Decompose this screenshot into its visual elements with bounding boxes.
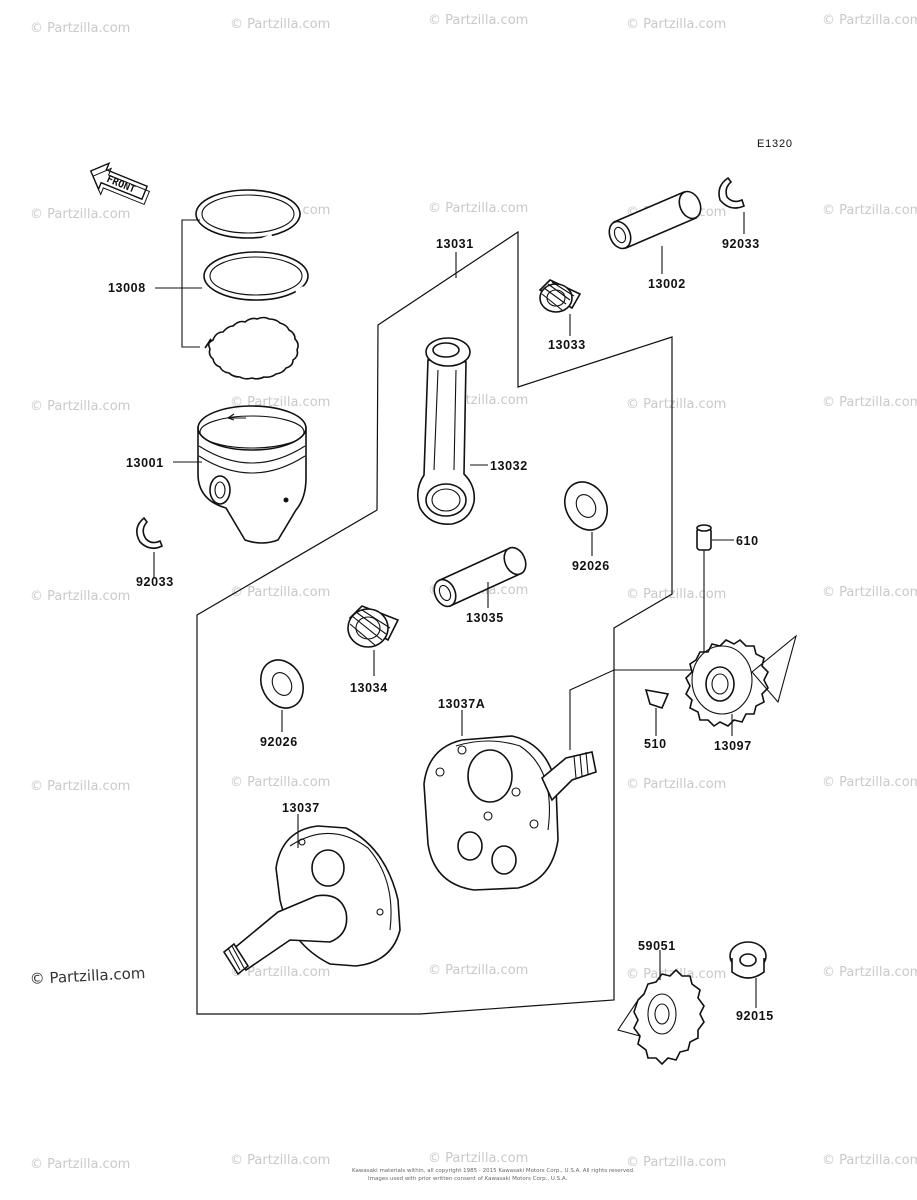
- watermark-main: © Partzilla.com: [29, 964, 146, 988]
- part-label-13034: 13034: [350, 681, 388, 695]
- pin-610: [696, 524, 712, 551]
- part-label-13035: 13035: [466, 611, 504, 625]
- part-label-610: 610: [736, 534, 759, 548]
- watermark: © Partzilla.com: [626, 17, 726, 32]
- part-label-92033-right: 92033: [722, 237, 760, 251]
- watermark: © Partzilla.com: [822, 585, 917, 600]
- watermark: © Partzilla.com: [230, 17, 330, 32]
- watermark: © Partzilla.com: [428, 1151, 528, 1166]
- watermark: © Partzilla.com: [428, 13, 528, 28]
- watermark: © Partzilla.com: [230, 965, 330, 980]
- watermark: © Partzilla.com: [428, 963, 528, 978]
- watermark: © Partzilla.com: [230, 1153, 330, 1168]
- watermark: © Partzilla.com: [30, 779, 130, 794]
- part-label-13037a: 13037A: [438, 697, 485, 711]
- assembly-group-frame: [196, 230, 673, 1015]
- needle-bearing-small: [538, 279, 582, 313]
- part-label-13037: 13037: [282, 801, 320, 815]
- piston: [197, 405, 307, 544]
- part-label-92033-left: 92033: [136, 575, 174, 589]
- thrust-washer-left: [259, 659, 305, 709]
- leader-610: [569, 539, 734, 750]
- footer-copyright-2: Images used with prior written consent o…: [368, 1176, 568, 1182]
- gear-59051: [617, 968, 705, 1066]
- part-label-13032: 13032: [490, 459, 528, 473]
- part-label-13002: 13002: [648, 277, 686, 291]
- part-label-59051: 59051: [638, 939, 676, 953]
- circlip-left: [136, 516, 164, 550]
- part-label-92026-left: 92026: [260, 735, 298, 749]
- diagram-code: E1320: [757, 138, 793, 150]
- front-arrow-icon: FRONT: [89, 161, 151, 206]
- watermark: © Partzilla.com: [230, 585, 330, 600]
- part-label-13033: 13033: [548, 338, 586, 352]
- watermark: © Partzilla.com: [428, 201, 528, 216]
- part-label-510: 510: [644, 737, 667, 751]
- watermark: © Partzilla.com: [230, 775, 330, 790]
- crankshaft-right-half: [423, 735, 597, 891]
- part-label-92026-right: 92026: [572, 559, 610, 573]
- part-label-13097: 13097: [714, 739, 752, 753]
- thrust-washer-right: [563, 481, 609, 531]
- circlip-right: [718, 176, 745, 209]
- watermark: © Partzilla.com: [30, 399, 130, 414]
- watermark: © Partzilla.com: [822, 203, 917, 218]
- part-label-13031: 13031: [436, 237, 474, 251]
- part-label-13008: 13008: [108, 281, 146, 295]
- nut-92015: [729, 941, 767, 979]
- footer-copyright: Kawasaki materials within, all copyright…: [352, 1168, 635, 1174]
- watermark: © Partzilla.com: [626, 587, 726, 602]
- part-label-92015: 92015: [736, 1009, 774, 1023]
- connecting-rod: [416, 337, 476, 525]
- watermark: © Partzilla.com: [626, 397, 726, 412]
- watermark: © Partzilla.com: [30, 21, 130, 36]
- watermark: © Partzilla.com: [822, 13, 917, 28]
- piston-pin: [608, 190, 702, 250]
- leader-13008: [155, 219, 202, 348]
- crankshaft-left-half: [222, 825, 401, 976]
- watermark: © Partzilla.com: [822, 965, 917, 980]
- watermark: © Partzilla.com: [626, 1155, 726, 1170]
- watermark: © Partzilla.com: [30, 1157, 130, 1172]
- watermark: © Partzilla.com: [822, 395, 917, 410]
- watermark: © Partzilla.com: [822, 1153, 917, 1168]
- piston-ring-set: [195, 189, 309, 380]
- gear-13097: [685, 634, 797, 728]
- watermark: © Partzilla.com: [30, 207, 130, 222]
- watermark: © Partzilla.com: [822, 775, 917, 790]
- crank-pin: [433, 546, 527, 608]
- key-510: [644, 688, 670, 709]
- part-label-13001: 13001: [126, 456, 164, 470]
- watermark: © Partzilla.com: [626, 777, 726, 792]
- needle-bearing-big: [347, 605, 400, 648]
- watermark: © Partzilla.com: [30, 589, 130, 604]
